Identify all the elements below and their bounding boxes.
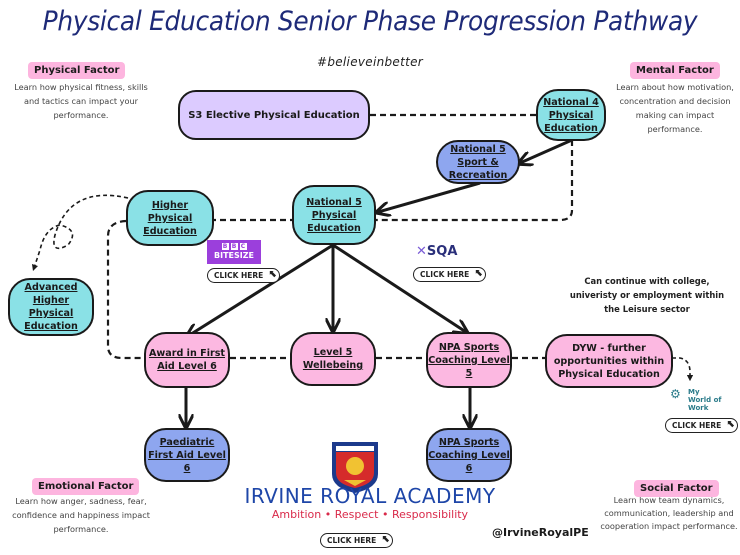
school-motto: Ambition • Respect • Responsibility <box>271 508 469 521</box>
node-national-5-sport-recreation[interactable]: National 5 Sport & Recreation <box>436 140 520 184</box>
connector-higher-advhigher <box>31 194 129 272</box>
physical-factor-badge: Physical Factor <box>28 58 126 79</box>
page-title: Physical Education Senior Phase Progress… <box>42 6 698 37</box>
continue-text: Can continue with college, univeristy or… <box>569 276 725 314</box>
node-national-5-pe[interactable]: National 5 Physical Education <box>292 185 376 245</box>
node-dyw[interactable]: DYW - further opportunities within Physi… <box>545 334 673 388</box>
school-crest-icon <box>332 442 378 493</box>
cursor-icon: ⬉ <box>268 269 278 280</box>
social-factor-badge: Social Factor <box>634 476 719 497</box>
node-advanced-higher-pe[interactable]: Advanced Higher Physical Education <box>8 278 94 336</box>
arrow-nat5pe-firstaid <box>188 243 334 336</box>
arrow-nat5sport-nat5pe <box>378 181 481 212</box>
school-click-here-button[interactable]: CLICK HERE⬉ <box>320 533 394 548</box>
connector-dyw-mww <box>672 357 694 382</box>
node-paediatric-first-aid[interactable]: Paediatric First Aid Level 6 <box>144 428 230 482</box>
emotional-factor-text: Learn how anger, sadness, fear, confiden… <box>12 496 150 534</box>
connector-higher-down <box>106 219 146 360</box>
physical-factor-text: Learn how physical fitness, skills and t… <box>14 82 148 120</box>
social-handle: @IrvineRoyalPE <box>492 526 589 539</box>
sqa-click-here-button[interactable]: CLICK HERE⬉ <box>413 267 487 282</box>
emotional-factor-badge: Emotional Factor <box>32 474 140 495</box>
cursor-icon: ⬉ <box>726 419 736 430</box>
node-npa-sports-coaching-6[interactable]: NPA Sports Coaching Level 6 <box>426 428 512 482</box>
hashtag: #believeinbetter <box>316 55 424 69</box>
mental-factor-text: Learn about how motivation, concentratio… <box>616 82 734 134</box>
school-name: IRVINE ROYAL ACADEMY <box>244 484 496 508</box>
connector-nat4-loop <box>362 140 574 222</box>
node-higher-pe[interactable]: Higher Physical Education <box>126 190 214 246</box>
node-s3-elective[interactable]: S3 Elective Physical Education <box>178 90 370 140</box>
node-level-5-wellbeing[interactable]: Level 5 Wellebeing <box>290 332 376 386</box>
mww-network-icon: ⚙ <box>670 387 681 401</box>
sqa-logo[interactable]: ✕SQA <box>416 244 458 259</box>
bbc-click-here-button[interactable]: CLICK HERE⬉ <box>207 268 281 283</box>
cursor-icon: ⬉ <box>381 534 391 545</box>
mww-click-here-button[interactable]: CLICK HERE⬉ <box>665 418 739 433</box>
arrow-nat5pe-npa5 <box>332 243 466 332</box>
sqa-x-icon: ✕ <box>416 244 427 259</box>
cursor-icon: ⬉ <box>474 268 484 279</box>
my-world-of-work-logo[interactable]: ⚙ My World of Work <box>670 387 722 412</box>
node-npa-sports-coaching-5[interactable]: NPA Sports Coaching Level 5 <box>426 332 512 388</box>
arrow-nat4-nat5sport <box>520 138 573 163</box>
node-national-4-pe[interactable]: National 4 Physical Education <box>536 89 606 141</box>
mental-factor-badge: Mental Factor <box>630 58 720 79</box>
social-factor-text: Learn how team dynamics, communication, … <box>600 495 738 531</box>
node-award-first-aid[interactable]: Award in First Aid Level 6 <box>144 332 230 388</box>
